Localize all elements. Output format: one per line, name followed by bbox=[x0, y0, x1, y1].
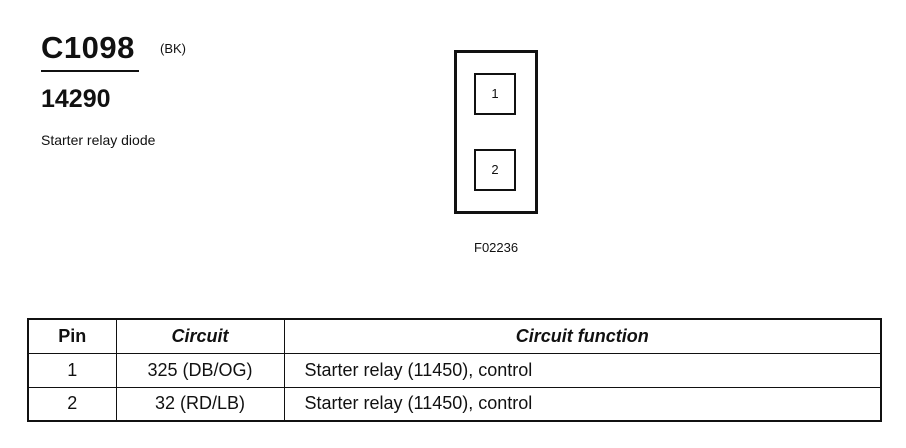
connector-pin-1: 1 bbox=[474, 73, 516, 115]
table-row: 1 325 (DB/OG) Starter relay (11450), con… bbox=[27, 352, 882, 388]
connector-description: Starter relay diode bbox=[41, 132, 156, 148]
cell-pin: 1 bbox=[27, 352, 117, 388]
connector-pin-2: 2 bbox=[474, 149, 516, 191]
cell-circuit-function: Starter relay (11450), control bbox=[283, 386, 882, 422]
cell-pin: 2 bbox=[27, 386, 117, 422]
pinout-table: Pin Circuit Circuit function 1 325 (DB/O… bbox=[27, 318, 882, 422]
connector-id: C1098 bbox=[41, 30, 135, 65]
table-header-row: Pin Circuit Circuit function bbox=[27, 318, 882, 354]
cell-circuit: 325 (DB/OG) bbox=[115, 352, 285, 388]
figure-reference: F02236 bbox=[474, 240, 519, 255]
table-row: 2 32 (RD/LB) Starter relay (11450), cont… bbox=[27, 386, 882, 422]
connector-color-code: (BK) bbox=[160, 41, 186, 56]
header-pin: Pin bbox=[27, 318, 117, 354]
cell-circuit: 32 (RD/LB) bbox=[115, 386, 285, 422]
title-underline bbox=[41, 70, 139, 72]
cell-circuit-function: Starter relay (11450), control bbox=[283, 352, 882, 388]
header-circuit: Circuit bbox=[115, 318, 285, 354]
part-number: 14290 bbox=[41, 85, 111, 113]
connector-face-diagram: 1 2 bbox=[454, 50, 538, 214]
header-circuit-function: Circuit function bbox=[283, 318, 882, 354]
